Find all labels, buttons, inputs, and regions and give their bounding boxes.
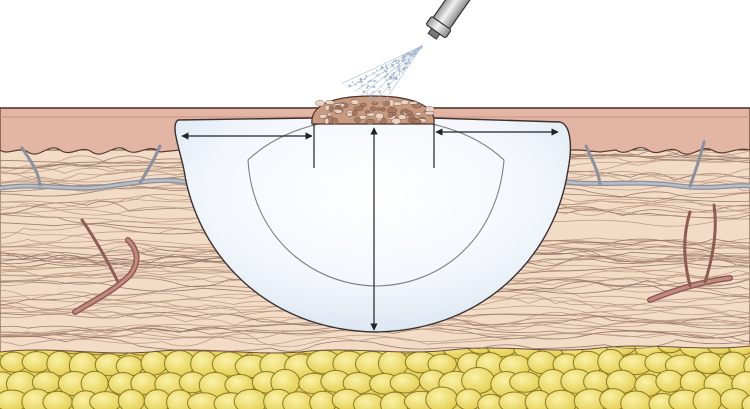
lesion-cell bbox=[364, 110, 371, 114]
spray-droplet bbox=[366, 92, 369, 95]
spray-streak bbox=[373, 45, 423, 104]
blood-vessels bbox=[0, 140, 750, 315]
dermal-fiber bbox=[0, 335, 750, 352]
lesion-cell bbox=[324, 117, 330, 125]
spray-droplet bbox=[351, 81, 354, 84]
lesion-cell bbox=[328, 105, 334, 113]
spray-droplet bbox=[385, 66, 389, 70]
skin-lesion bbox=[311, 95, 435, 125]
lesion-cell bbox=[324, 100, 335, 105]
spray-streak bbox=[354, 45, 423, 92]
spray-droplet bbox=[372, 85, 376, 89]
fat-lobule bbox=[509, 371, 542, 393]
spray-streak bbox=[380, 45, 423, 108]
spray-droplet bbox=[360, 85, 363, 87]
fat-lobule bbox=[425, 386, 459, 409]
spray-droplet bbox=[362, 90, 366, 93]
lesion-cell bbox=[365, 118, 376, 125]
spray-droplet bbox=[387, 74, 389, 76]
lesion-cell bbox=[350, 99, 360, 105]
lesion-cell bbox=[415, 111, 422, 116]
dermal-fiber bbox=[0, 327, 750, 347]
spray-streak bbox=[341, 45, 423, 84]
spray-droplet bbox=[398, 74, 401, 76]
fat-lobule bbox=[692, 387, 723, 409]
lesion-cell bbox=[424, 111, 435, 116]
spray-droplet bbox=[371, 91, 374, 94]
spray-droplet bbox=[401, 71, 403, 73]
spray-droplet bbox=[392, 74, 395, 77]
lesion-cell bbox=[400, 99, 409, 105]
fat-lobule bbox=[117, 389, 145, 409]
spray-droplet bbox=[388, 88, 391, 91]
spray-droplet bbox=[373, 90, 376, 92]
fat-lobule bbox=[42, 390, 73, 409]
lesion-cell bbox=[375, 107, 383, 111]
spray-droplet bbox=[370, 96, 373, 99]
lesion-cell bbox=[405, 110, 413, 116]
lesion-cell bbox=[351, 110, 358, 117]
lesion-cell bbox=[339, 103, 345, 108]
lesion-cell bbox=[366, 112, 376, 117]
spray-droplet bbox=[385, 70, 388, 73]
spray-droplet bbox=[376, 69, 378, 71]
lesion-cell bbox=[391, 117, 401, 125]
spray-droplet bbox=[398, 70, 401, 73]
spray-droplet bbox=[375, 74, 378, 77]
spray-droplet bbox=[373, 79, 376, 83]
spray-droplet bbox=[365, 86, 368, 89]
dermal-fiber bbox=[0, 333, 750, 345]
fat-lobule bbox=[233, 388, 268, 409]
lesion-cell bbox=[358, 114, 367, 120]
spray-droplet bbox=[389, 86, 391, 89]
lesion-cell bbox=[371, 101, 379, 105]
spray-droplet bbox=[391, 73, 393, 75]
lesion-cell bbox=[407, 101, 418, 105]
spray-droplet bbox=[379, 90, 381, 92]
spray-droplet bbox=[396, 68, 398, 71]
spray-streak bbox=[348, 45, 423, 88]
fat-lobule bbox=[741, 394, 750, 409]
spray-droplet bbox=[385, 64, 387, 66]
lesion-texture bbox=[315, 99, 435, 125]
spray-droplet bbox=[387, 82, 390, 85]
spray-streak bbox=[360, 45, 423, 96]
fat-lobule bbox=[655, 369, 684, 393]
lesion-cell bbox=[332, 117, 339, 125]
lesion-cell bbox=[375, 112, 384, 120]
lesion-cell bbox=[370, 106, 376, 112]
lesion-cell bbox=[413, 119, 422, 124]
fat-lobule bbox=[89, 391, 123, 409]
spray-droplet bbox=[370, 93, 372, 96]
dermal-fiber bbox=[0, 319, 750, 338]
dermal-fiber bbox=[0, 325, 750, 343]
fat-lobule bbox=[377, 349, 409, 377]
lesion-cell bbox=[359, 102, 367, 108]
lesion-cell bbox=[397, 114, 407, 120]
spray-droplet bbox=[397, 66, 400, 69]
spray-droplet bbox=[366, 84, 370, 88]
lesion-cell bbox=[346, 112, 353, 117]
lesion-cell bbox=[353, 106, 364, 112]
freeze-margin-arrows bbox=[181, 124, 559, 331]
spray-droplet bbox=[360, 80, 363, 84]
spray-droplet bbox=[365, 75, 368, 78]
spray-droplet bbox=[380, 66, 384, 69]
lesion-cell bbox=[334, 109, 343, 114]
lesion-cell bbox=[354, 117, 361, 123]
cryo-spray-nozzle bbox=[426, 0, 482, 40]
lesion-cell bbox=[327, 112, 332, 117]
spray-streak bbox=[367, 45, 423, 100]
fat-lobule bbox=[389, 372, 421, 394]
lesion-cell bbox=[387, 112, 394, 118]
cryogen-spray bbox=[341, 45, 423, 108]
lesion-cell bbox=[315, 100, 325, 107]
fat-lobule bbox=[140, 350, 168, 376]
spray-droplet bbox=[362, 84, 364, 86]
fat-lobule bbox=[693, 351, 724, 375]
